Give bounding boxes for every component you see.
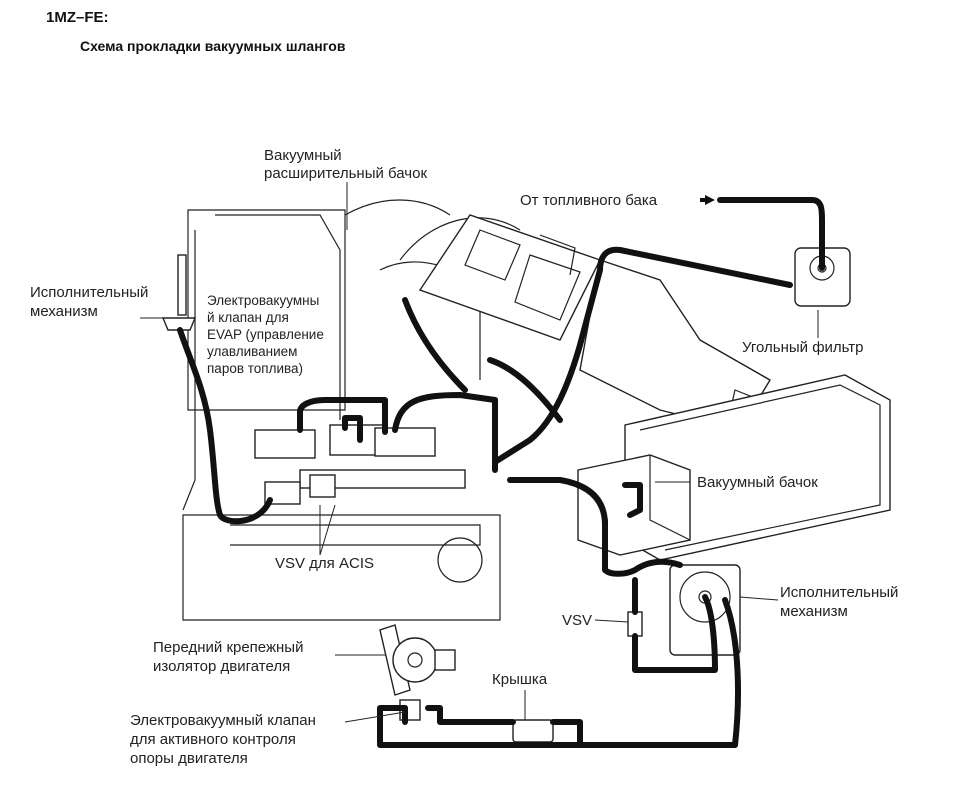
label-evap-vsv-3: EVAP (управление [207,327,324,342]
label-vsv: VSV [562,612,592,629]
label-evap-vsv-1: Электровакуумны [207,293,319,308]
label-vacuum-expansion-tank-1: Вакуумный [264,147,342,164]
label-front-mount-2: изолятор двигателя [153,658,290,675]
label-active-mount-vsv-1: Электровакуумный клапан [130,712,316,729]
label-actuator-left-1: Исполнительный [30,284,148,301]
label-charcoal-canister: Угольный фильтр [742,339,864,356]
cap-part [512,719,554,743]
vacuum-hoses [177,197,825,748]
label-evap-vsv-4: улавливанием [207,344,297,359]
leader-lines [140,182,819,723]
label-active-mount-vsv-3: опоры двигателя [130,750,248,767]
label-actuator-left-2: механизм [30,303,98,320]
label-active-mount-vsv-2: для активного контроля [130,731,296,748]
label-from-fuel-tank: От топливного бака [520,192,658,209]
front-mount-insulator [379,624,456,721]
actuator-right [669,564,741,656]
throttle-body [418,214,601,341]
label-front-mount-1: Передний крепежный [153,639,303,656]
vacuum-tank [577,454,691,556]
label-vacuum-expansion-tank-2: расширительный бачок [264,165,427,182]
label-evap-vsv-5: паров топлива) [207,361,303,376]
label-actuator-right-1: Исполнительный [780,584,898,601]
vsv-small [627,611,643,637]
engine-code: 1MZ–FE: [46,9,109,26]
label-vsv-acis: VSV для ACIS [275,555,374,572]
label-cap: Крышка [492,671,548,688]
label-vacuum-tank: Вакуумный бачок [697,474,818,491]
actuator-left [161,254,197,331]
diagram-title: Схема прокладки вакуумных шлангов [80,38,346,54]
fuel-tank-arrow-icon [700,195,715,205]
label-evap-vsv-2: й клапан для [207,310,289,325]
label-actuator-right-2: механизм [780,603,848,620]
